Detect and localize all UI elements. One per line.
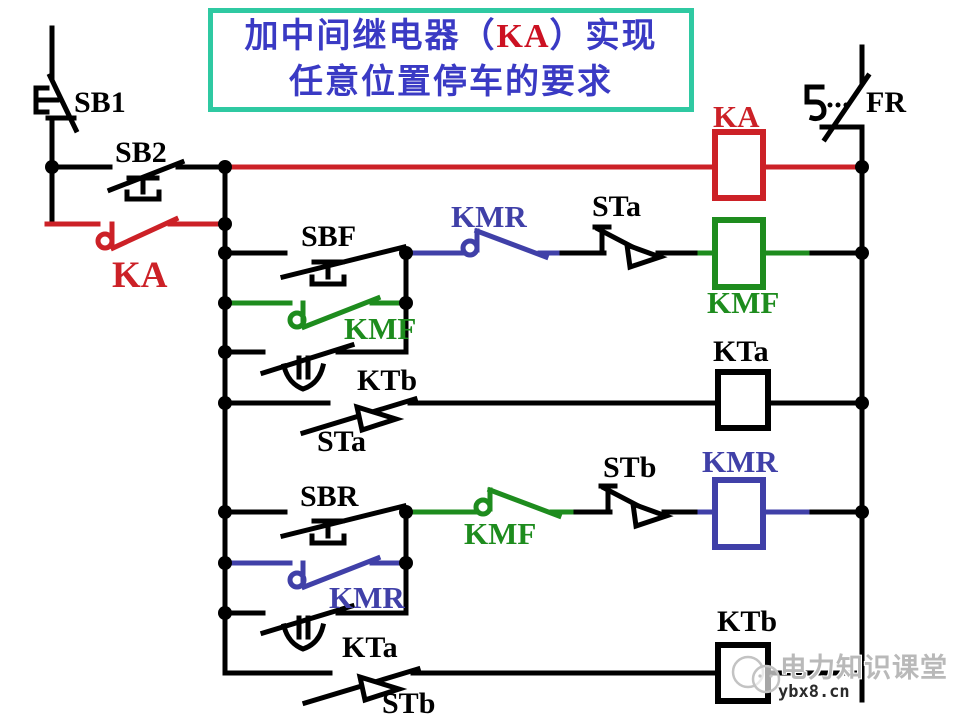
title-line-1: 加中间继电器（KA）实现 xyxy=(245,14,658,60)
junction-dot xyxy=(218,396,232,410)
kmr-no-label: KMR xyxy=(329,580,405,615)
ka-no-contact xyxy=(44,215,228,252)
sb2-no-pushbutton xyxy=(49,158,228,202)
title-line1-suffix: ）实现 xyxy=(549,18,658,55)
junction-dot xyxy=(855,160,869,174)
sb1-label: SB1 xyxy=(74,86,126,119)
fr-thermal-contact xyxy=(804,72,872,143)
junction-dots xyxy=(45,160,869,620)
title-ka: KA xyxy=(496,18,550,55)
ka-coil-row xyxy=(222,129,865,201)
ktb-contact-label: KTb xyxy=(357,364,417,397)
sb2-label: SB2 xyxy=(115,136,167,169)
junction-dot xyxy=(218,345,232,359)
kta-contact-label: KTa xyxy=(342,631,398,664)
kmr-coil-label: KMR xyxy=(702,444,778,479)
junction-dot xyxy=(855,246,869,260)
ka-coil xyxy=(712,129,766,201)
stb-forward-label: STb xyxy=(603,451,656,484)
kmf-nc-label: KMF xyxy=(464,516,536,551)
kmf-coil xyxy=(712,217,766,290)
kta-coil-row xyxy=(715,369,865,431)
junction-dot xyxy=(855,505,869,519)
kta-coil-label: KTa xyxy=(713,335,769,368)
kta-coil xyxy=(715,369,771,431)
sta-nc-limit-switch-row xyxy=(222,395,721,437)
ktb-coil-label: KTb xyxy=(717,605,777,638)
junction-dot xyxy=(218,606,232,620)
junction-dot xyxy=(218,556,232,570)
junction-dot xyxy=(399,556,413,570)
stb-nc-limit-switch-forward xyxy=(573,483,703,530)
kmf-no-label: KMF xyxy=(344,311,416,346)
kmf-nc-contact xyxy=(403,486,579,520)
title-box: 加中间继电器（KA）实现 任意位置停车的要求 xyxy=(208,8,694,112)
ka-contact-label: KA xyxy=(112,255,168,296)
junction-dot xyxy=(218,160,232,174)
kmr-coil-row xyxy=(697,477,865,550)
stb-row-label: STb xyxy=(382,687,435,720)
junction-dot xyxy=(218,505,232,519)
junction-dot xyxy=(218,246,232,260)
kmr-coil xyxy=(712,477,766,550)
ka-coil-label: KA xyxy=(713,99,760,134)
junction-dot xyxy=(399,505,413,519)
kmr-nc-label: KMR xyxy=(451,199,527,234)
stb-nc-limit-switch-row xyxy=(222,665,721,707)
kmf-coil-row xyxy=(697,217,865,290)
kmf-coil-label: KMF xyxy=(707,285,779,320)
kmr-nc-contact xyxy=(403,227,565,261)
junction-dot xyxy=(399,246,413,260)
sbr-label: SBR xyxy=(300,480,359,513)
junction-dot xyxy=(218,217,232,231)
fr-label: FR xyxy=(866,86,906,119)
sbr-no-pushbutton xyxy=(222,502,408,546)
junction-dot xyxy=(45,160,59,174)
junction-dot xyxy=(855,396,869,410)
junction-dot xyxy=(218,296,232,310)
ktb-timed-contact xyxy=(222,341,409,392)
sta-row-label: STa xyxy=(317,425,366,458)
title-line-2: 任意位置停车的要求 xyxy=(289,64,613,101)
watermark-logo xyxy=(731,655,781,694)
sbf-no-pushbutton xyxy=(222,243,408,287)
sbf-label: SBF xyxy=(301,220,356,253)
sb1-nc-pushbutton xyxy=(33,25,80,227)
sta-nc-limit-switch-forward xyxy=(559,224,703,271)
title-line1-prefix: 加中间继电器（ xyxy=(244,18,497,55)
sta-forward-label: STa xyxy=(592,190,641,223)
junction-dot xyxy=(399,296,413,310)
kmr-no-contact xyxy=(222,554,409,591)
